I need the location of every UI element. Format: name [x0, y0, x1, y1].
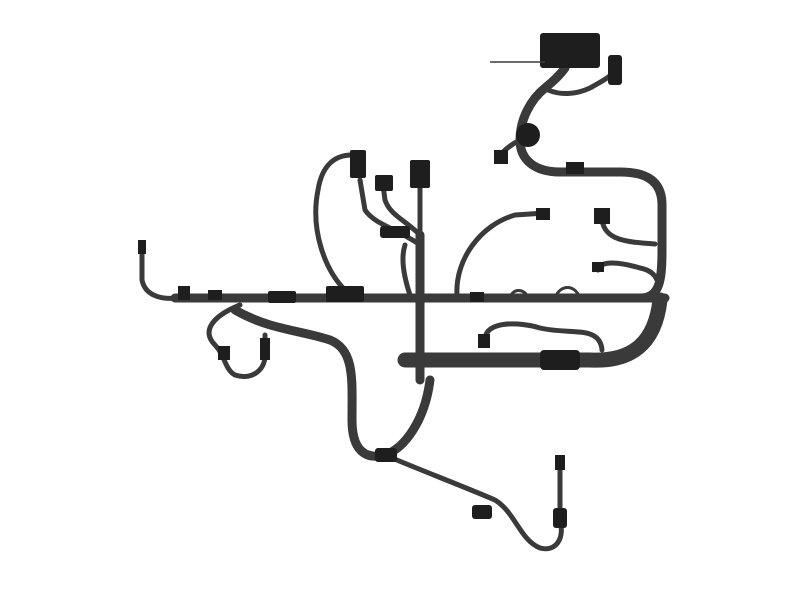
connector: [555, 455, 565, 470]
right-branch-c: [595, 260, 660, 283]
connector: [375, 175, 393, 191]
connector: [380, 226, 410, 238]
connector: [553, 508, 567, 528]
left-loop-wire: [206, 302, 268, 379]
right-branch-a: [454, 210, 548, 298]
grommet: [516, 123, 540, 147]
connector: [494, 150, 508, 164]
connector: [208, 290, 222, 300]
connector: [375, 448, 397, 462]
right-branch-b: [599, 217, 658, 247]
thick-tube: [397, 292, 668, 368]
trunk-loops: [508, 286, 582, 300]
connector: [536, 208, 550, 220]
left-lead-wire: [139, 242, 181, 301]
mid-branch: [400, 242, 413, 298]
tube-upper-loop: [482, 321, 605, 353]
connector: [326, 286, 364, 302]
ecu-connector: [540, 33, 600, 68]
ecu-plug: [608, 55, 622, 85]
connector: [260, 338, 270, 360]
connector: [478, 334, 490, 348]
left-down-branch: [230, 305, 435, 461]
connector: [470, 292, 484, 302]
connector: [138, 240, 146, 254]
connector: [410, 160, 430, 188]
connector: [472, 505, 492, 519]
connector: [268, 291, 296, 303]
connector: [218, 346, 230, 360]
connector: [350, 150, 366, 178]
connector: [594, 208, 610, 224]
connector: [566, 162, 584, 174]
connector: [592, 262, 604, 272]
main-right-loop: [515, 63, 667, 303]
top-connector-branches: [357, 177, 423, 248]
connector: [178, 286, 190, 300]
tube-sleeve: [540, 350, 580, 370]
lower-branch: [382, 452, 564, 552]
top-left-branch: [313, 152, 355, 293]
